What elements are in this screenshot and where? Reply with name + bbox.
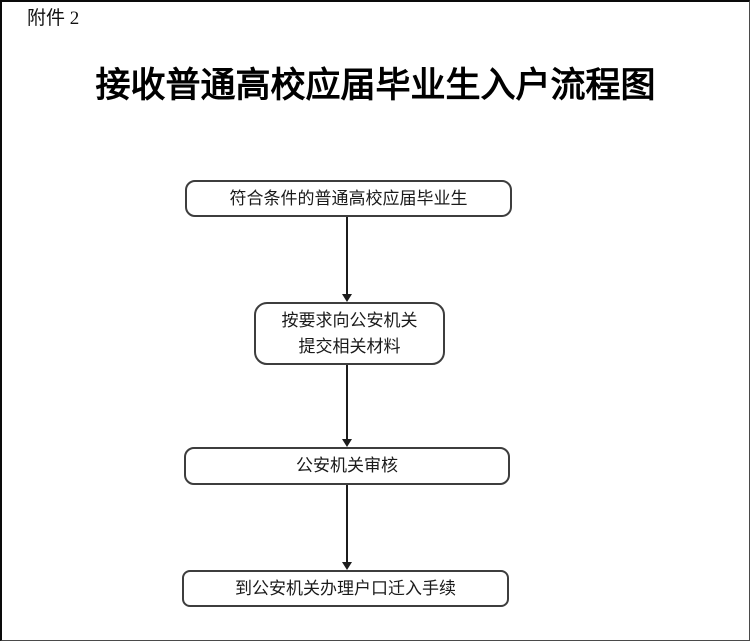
flow-node-label: 按要求向公安机关 提交相关材料: [281, 310, 418, 356]
page-title: 接收普通高校应届毕业生入户流程图: [95, 66, 656, 105]
flow-node-registration-procedure: 到公安机关办理户口迁入手续: [182, 570, 509, 607]
arrow-line: [345, 217, 348, 294]
arrow-down-icon: [341, 294, 352, 302]
flow-node-label: 符合条件的普通高校应届毕业生: [229, 188, 468, 208]
arrow-line: [345, 485, 348, 562]
flow-node-label: 到公安机关办理户口迁入手续: [235, 578, 456, 598]
flow-node-label: 公安机关审核: [296, 456, 398, 475]
arrow-down-icon: [341, 562, 352, 570]
flow-arrow-2: [341, 365, 352, 447]
arrow-down-icon: [341, 439, 352, 447]
flow-arrow-1: [341, 217, 352, 302]
flow-node-submit-materials: 按要求向公安机关 提交相关材料: [254, 302, 445, 365]
flow-node-eligible-graduates: 符合条件的普通高校应届毕业生: [185, 180, 512, 217]
flow-node-police-review: 公安机关审核: [184, 447, 510, 485]
attachment-label: 附件 2: [27, 8, 80, 29]
flow-arrow-3: [341, 485, 352, 570]
arrow-line: [345, 365, 348, 439]
